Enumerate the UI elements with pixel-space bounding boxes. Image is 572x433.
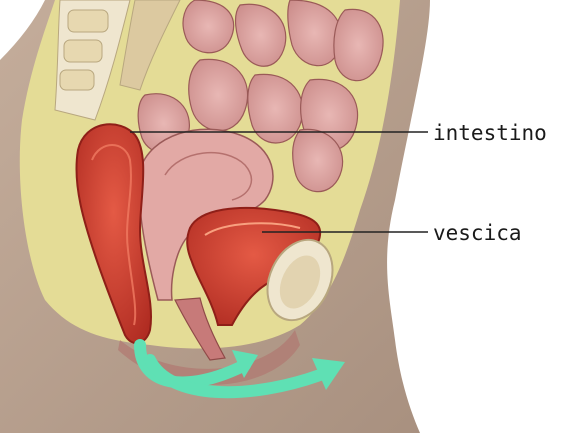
label-intestine: intestino bbox=[433, 121, 547, 145]
label-bladder: vescica bbox=[433, 221, 522, 245]
